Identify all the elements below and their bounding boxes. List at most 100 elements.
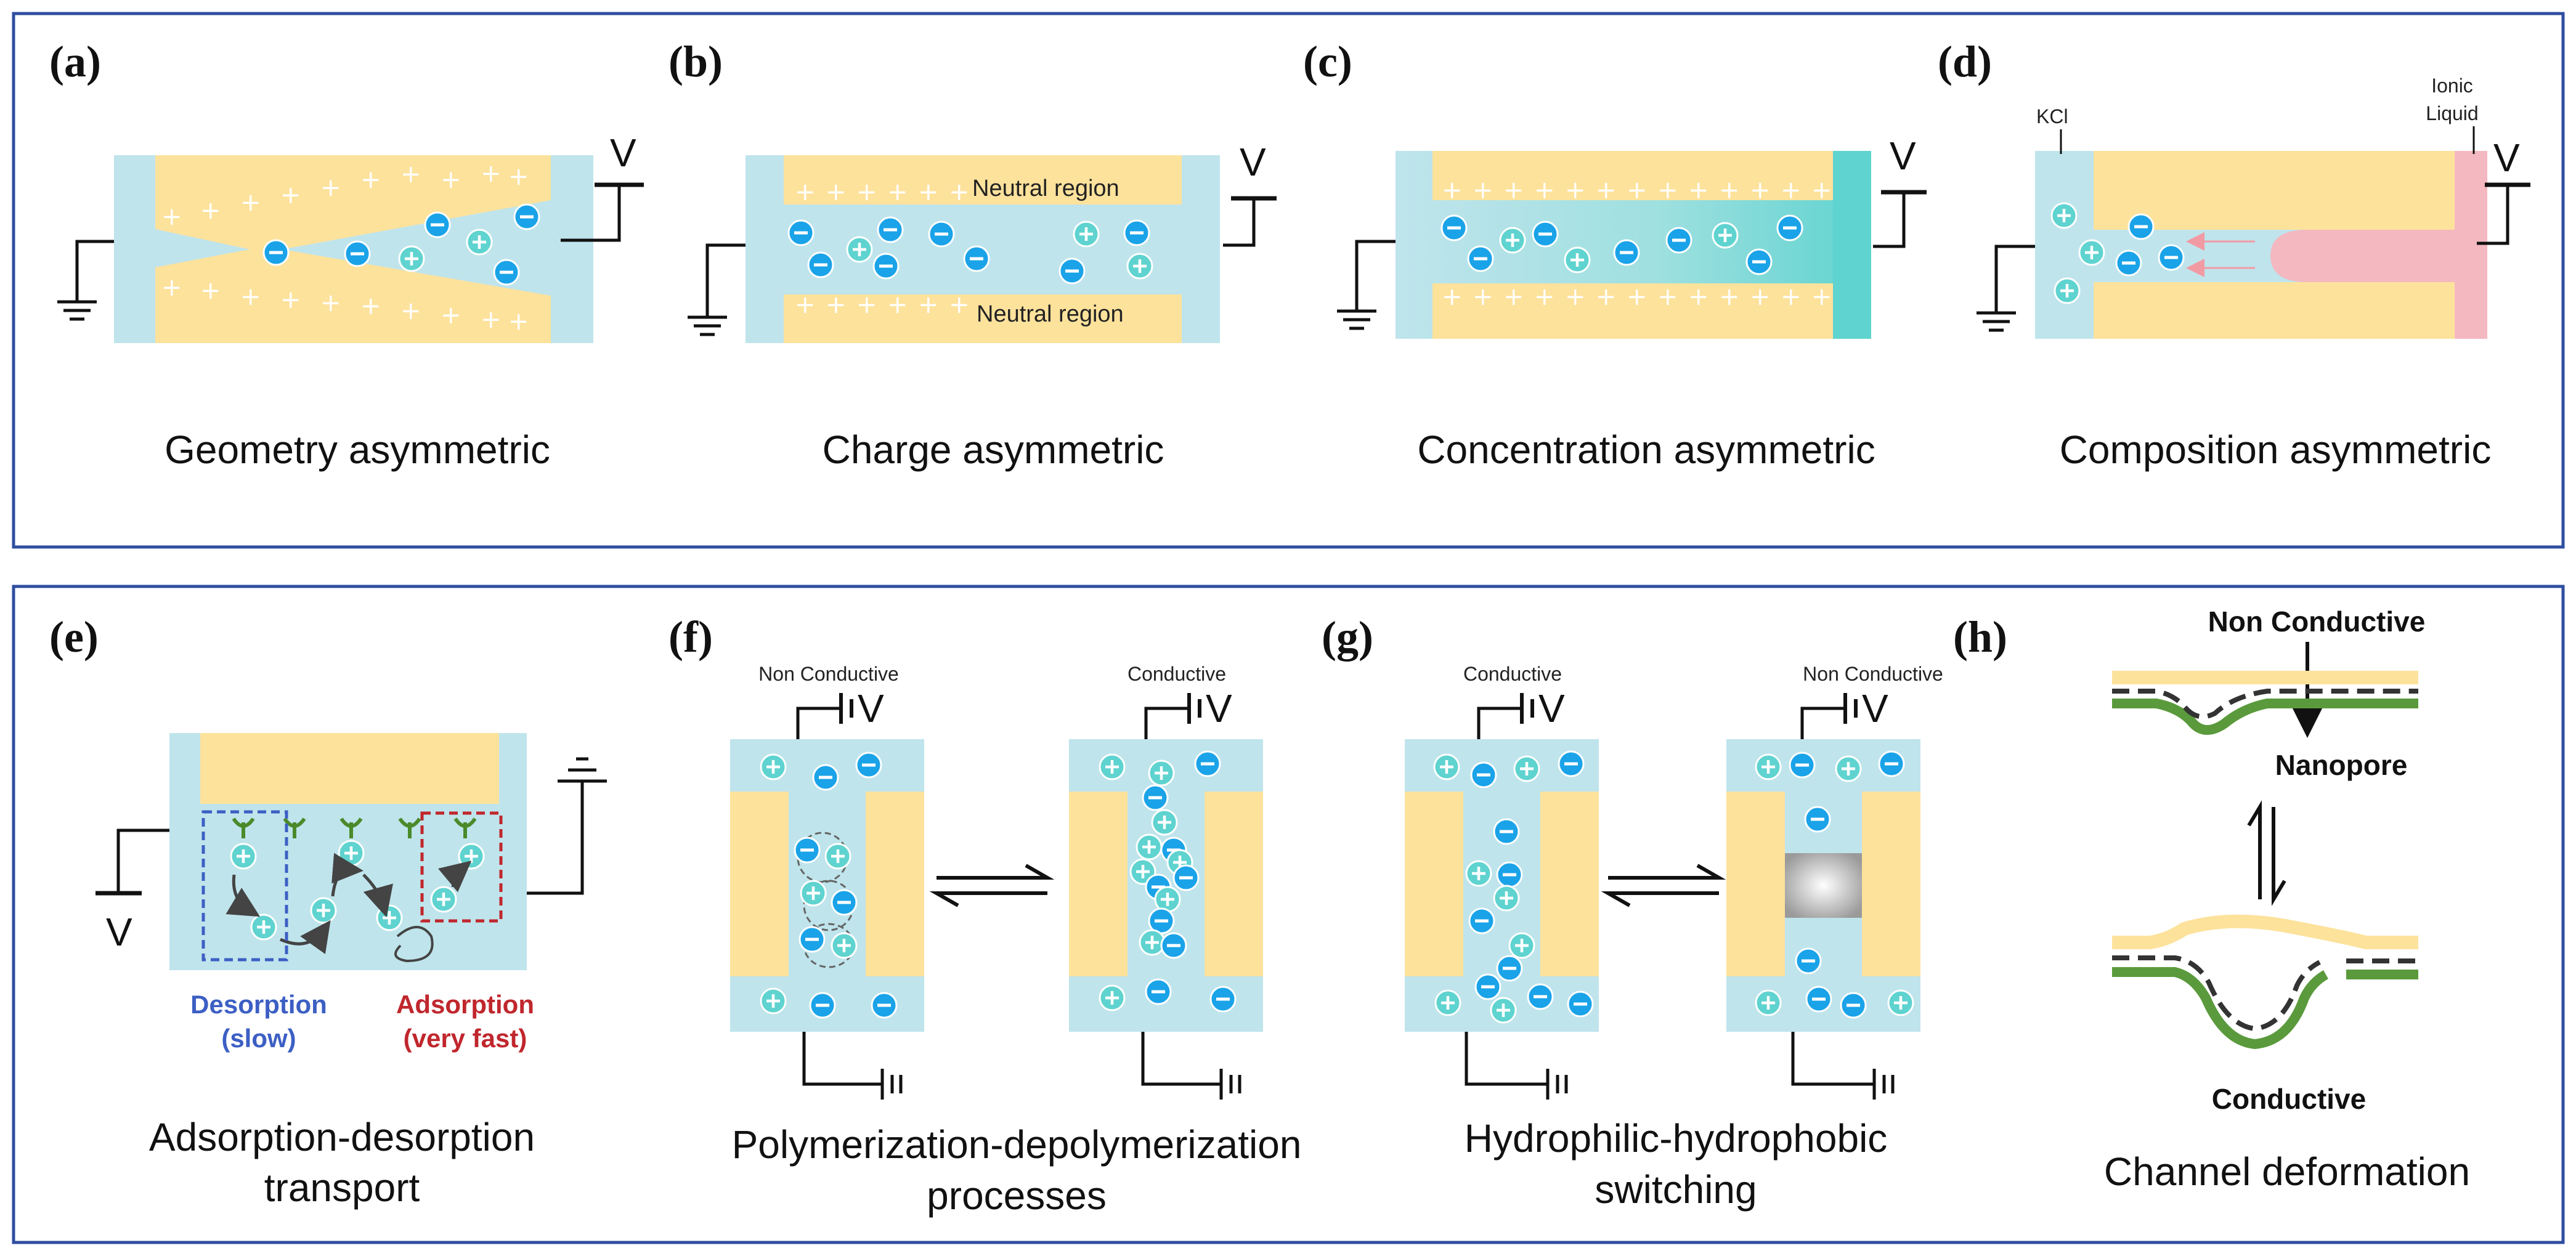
svg-text:+: + (856, 291, 877, 319)
desorption-label-2: (slow) (221, 1024, 296, 1053)
voltage-e: V (106, 910, 132, 954)
f-right-state: Conductive (1128, 663, 1226, 685)
svg-text:+: + (280, 286, 301, 314)
svg-text:+: + (1657, 176, 1678, 205)
neutral-region-top: Neutral region (972, 176, 1119, 201)
svg-text:+: + (1688, 176, 1709, 205)
ionic-label-2: Liquid (2426, 102, 2478, 124)
svg-text:+: + (161, 203, 182, 231)
voltage-a: V (610, 131, 636, 175)
svg-text:+: + (400, 160, 421, 188)
svg-text:+: + (320, 289, 341, 317)
svg-text:+: + (1596, 176, 1617, 205)
caption-d: Composition asymmetric (2060, 427, 2492, 472)
svg-text:+: + (280, 181, 301, 209)
svg-text:+: + (1688, 283, 1709, 311)
caption-f-line1: Polymerization-depolymerization (732, 1122, 1302, 1167)
svg-text:+: + (240, 188, 261, 217)
svg-text:+: + (918, 178, 939, 206)
svg-text:+: + (1811, 283, 1832, 311)
svg-text:+: + (400, 297, 421, 325)
panel-h-diagram: Non Conductive Nanopore Conductive (2112, 606, 2425, 1115)
svg-text:+: + (887, 178, 908, 206)
ground-icon (688, 317, 727, 334)
svg-text:+: + (360, 166, 381, 194)
svg-text:+: + (161, 273, 182, 302)
caption-h: Channel deformation (2104, 1149, 2470, 1194)
svg-text:+: + (1565, 283, 1586, 311)
svg-text:+: + (1781, 176, 1802, 205)
ground-icon (1337, 311, 1376, 328)
equilibrium-arrows-icon (929, 864, 1055, 907)
svg-text:+: + (1781, 283, 1802, 311)
g-right-state: Non Conductive (1803, 663, 1943, 685)
g-left-state: Conductive (1463, 663, 1562, 685)
panel-e-diagram: V (95, 733, 607, 970)
caption-c: Concentration asymmetric (1417, 427, 1875, 472)
voltage-g1: V (1538, 686, 1565, 731)
voltage-g2: V (1862, 686, 1888, 731)
svg-text:+: + (1596, 283, 1617, 311)
svg-text:+: + (441, 301, 461, 330)
svg-text:+: + (826, 178, 847, 206)
caption-g-line1: Hydrophilic-hydrophobic (1465, 1116, 1888, 1161)
label-f: (f) (668, 612, 713, 662)
caption-e-line2: transport (264, 1165, 420, 1210)
label-b: (b) (668, 37, 723, 86)
voltage-f2: V (1206, 686, 1232, 731)
panel-a-diagram: +++ +++ ++++ +++ +++ ++++ V (57, 131, 644, 343)
label-e: (e) (49, 612, 99, 662)
h-bottom-state: Conductive (2212, 1083, 2366, 1115)
panel-d-diagram: KCl Ionic Liquid V (1977, 75, 2530, 339)
ionic-label-1: Ionic (2431, 75, 2473, 97)
panel-g-diagram: Conductive V Non Conductive (1405, 663, 1943, 1100)
svg-text:+: + (1627, 283, 1648, 311)
neutral-region-bottom: Neutral region (977, 301, 1124, 327)
top-panel-frame (12, 12, 2565, 549)
svg-text:+: + (200, 197, 221, 225)
svg-text:+: + (360, 292, 381, 320)
svg-text:+: + (508, 307, 529, 336)
svg-text:+: + (508, 163, 529, 191)
adsorption-label-1: Adsorption (396, 990, 534, 1019)
equilibrium-arrows-icon (2247, 800, 2286, 906)
svg-text:+: + (1473, 283, 1493, 311)
label-d: (d) (1938, 37, 1992, 86)
caption-g-line2: switching (1595, 1167, 1757, 1212)
svg-text:+: + (1534, 176, 1555, 205)
svg-text:+: + (1750, 176, 1771, 205)
svg-text:+: + (949, 178, 970, 206)
caption-e-line1: Adsorption-desorption (149, 1115, 535, 1159)
svg-text:+: + (1811, 176, 1832, 205)
nanopore-label: Nanopore (2275, 749, 2408, 781)
label-g: (g) (1322, 612, 1373, 662)
svg-text:+: + (1503, 176, 1524, 205)
svg-text:+: + (1627, 176, 1648, 205)
svg-text:+: + (441, 166, 461, 194)
panel-f-diagram: Non Conductive V Conductive (730, 663, 1263, 1100)
svg-text:+: + (1719, 283, 1740, 311)
svg-text:+: + (1719, 176, 1740, 205)
voltage-b: V (1240, 140, 1266, 184)
svg-text:+: + (1503, 283, 1524, 311)
svg-text:+: + (949, 291, 970, 319)
panel-c-diagram: +++ +++ +++ ++++ +++ +++ +++ ++++ V (1337, 134, 1927, 339)
svg-text:+: + (320, 174, 341, 202)
ground-icon (1977, 313, 2016, 330)
kcl-label: KCl (2036, 105, 2068, 128)
voltage-d: V (2493, 136, 2520, 180)
svg-text:+: + (1442, 283, 1463, 311)
ground-icon (57, 302, 97, 319)
svg-text:+: + (826, 291, 847, 319)
panel-b-diagram: +++ +++ +++ +++ Neutral region Neutral r… (688, 140, 1277, 343)
bottom-panel-frame (12, 585, 2565, 1244)
label-c: (c) (1303, 37, 1352, 86)
equilibrium-arrows-icon (1601, 864, 1726, 907)
caption-b: Charge asymmetric (823, 427, 1164, 472)
svg-text:+: + (240, 283, 261, 311)
svg-text:+: + (1657, 283, 1678, 311)
svg-text:+: + (200, 277, 221, 305)
svg-text:+: + (1565, 176, 1586, 205)
caption-a: Geometry asymmetric (165, 427, 550, 472)
